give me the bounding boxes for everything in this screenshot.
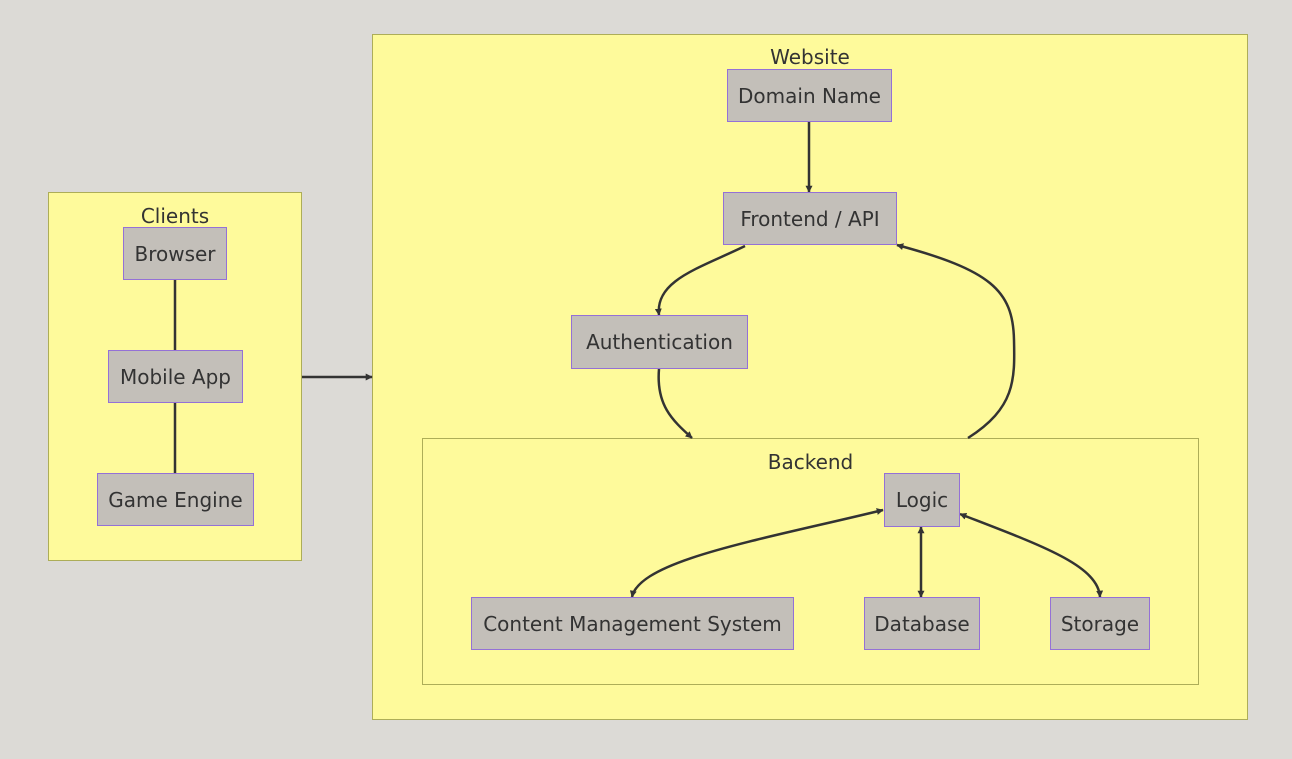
node-authentication[interactable]: Authentication — [571, 315, 748, 369]
edge-authentication-backend — [657, 368, 693, 439]
node-cms[interactable]: Content Management System — [471, 597, 794, 650]
edge-backend-frontend — [896, 243, 1016, 440]
node-logic[interactable]: Logic — [884, 473, 960, 527]
node-storage[interactable]: Storage — [1050, 597, 1150, 650]
node-browser[interactable]: Browser — [123, 227, 227, 280]
website-cluster-title: Website — [770, 45, 850, 69]
edge-frontend-authentication — [654, 244, 746, 316]
edge-logic-cms — [629, 508, 884, 598]
node-mobile-app[interactable]: Mobile App — [108, 350, 243, 403]
node-frontend-api[interactable]: Frontend / API — [723, 192, 897, 245]
clients-cluster-title: Clients — [140, 204, 210, 228]
node-domain-name[interactable]: Domain Name — [727, 69, 892, 122]
backend-cluster-title: Backend — [767, 450, 854, 474]
node-game-engine[interactable]: Game Engine — [97, 473, 254, 526]
node-database[interactable]: Database — [864, 597, 980, 650]
edge-logic-storage — [959, 512, 1104, 598]
